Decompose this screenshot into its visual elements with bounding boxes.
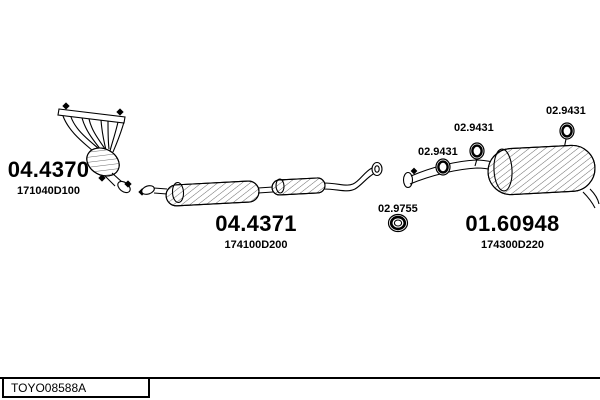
drawing-number: TOYO08588A [11,380,87,395]
rear-exhaust-drawing [402,138,600,209]
hanger-label-2[interactable]: 02.9431 [454,122,494,134]
hanger-label-1[interactable]: 02.9431 [418,146,458,158]
hanger-label-3[interactable]: 02.9431 [546,105,586,117]
center-exhaust-drawing [141,161,383,207]
hanger-ring-2 [469,142,485,160]
part-label-rear[interactable]: 01.60948 174300D220 [455,213,570,251]
part-ref-manifold: 171040D100 [16,185,80,197]
drawing-number-box: TOYO08588A [2,377,150,398]
hanger-rings [435,122,575,176]
part-ref-rear: 174300D220 [480,239,544,251]
hanger-ring-3 [559,122,575,140]
part-ref-center: 174100D200 [224,239,288,251]
gasket-ring [387,213,409,233]
part-code-center[interactable]: 04.4371 [215,211,297,236]
part-label-manifold[interactable]: 04.4370 171040D100 [0,159,97,197]
part-code-rear[interactable]: 01.60948 [465,211,560,236]
gasket-label[interactable]: 02.9755 [378,203,418,215]
manifold-drawing [57,108,131,194]
hanger-ring-1 [435,158,451,176]
footer-rule [0,377,600,379]
part-label-center[interactable]: 04.4371 174100D200 [200,213,312,251]
part-code-manifold[interactable]: 04.4370 [7,157,90,182]
